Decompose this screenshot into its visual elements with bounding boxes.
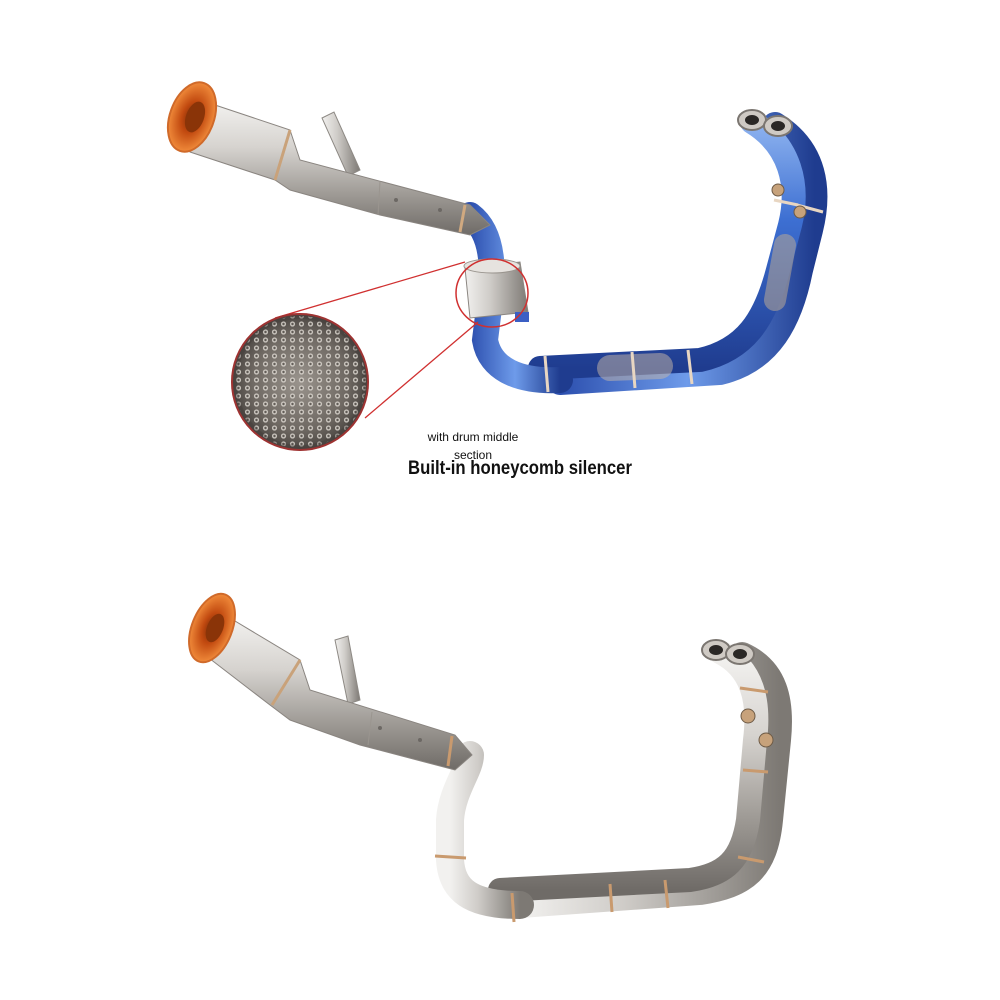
callout-line-upper bbox=[274, 261, 466, 319]
header-pipe-front bbox=[528, 110, 806, 380]
header-pipe-front bbox=[488, 640, 769, 902]
mounting-bracket bbox=[321, 111, 361, 177]
caption-drum-line2: section bbox=[453, 448, 493, 462]
header-pipe-rear bbox=[507, 642, 792, 918]
mid-pipe-blue bbox=[457, 202, 573, 394]
o2-sensor-bung bbox=[740, 708, 756, 724]
caption-drum-line1: with drum middle bbox=[427, 430, 519, 444]
header-pipe-rear bbox=[547, 112, 828, 395]
weld-rings bbox=[434, 686, 769, 923]
muffler-body bbox=[204, 614, 473, 771]
muffler-body bbox=[189, 99, 491, 236]
caption-honeycomb-silencer: Built-in honeycomb silencer bbox=[408, 458, 632, 479]
drum-highlight-circle bbox=[455, 258, 529, 328]
heat-tint bbox=[764, 234, 796, 311]
exhaust-system-blue-titanium bbox=[166, 81, 828, 395]
mounting-bracket bbox=[334, 635, 361, 705]
callout-line-lower bbox=[364, 321, 479, 419]
mid-pipe-stainless bbox=[436, 741, 534, 919]
exhaust-system-stainless bbox=[188, 592, 792, 923]
honeycomb-callout bbox=[231, 258, 529, 451]
o2-sensor-bung bbox=[771, 183, 785, 197]
